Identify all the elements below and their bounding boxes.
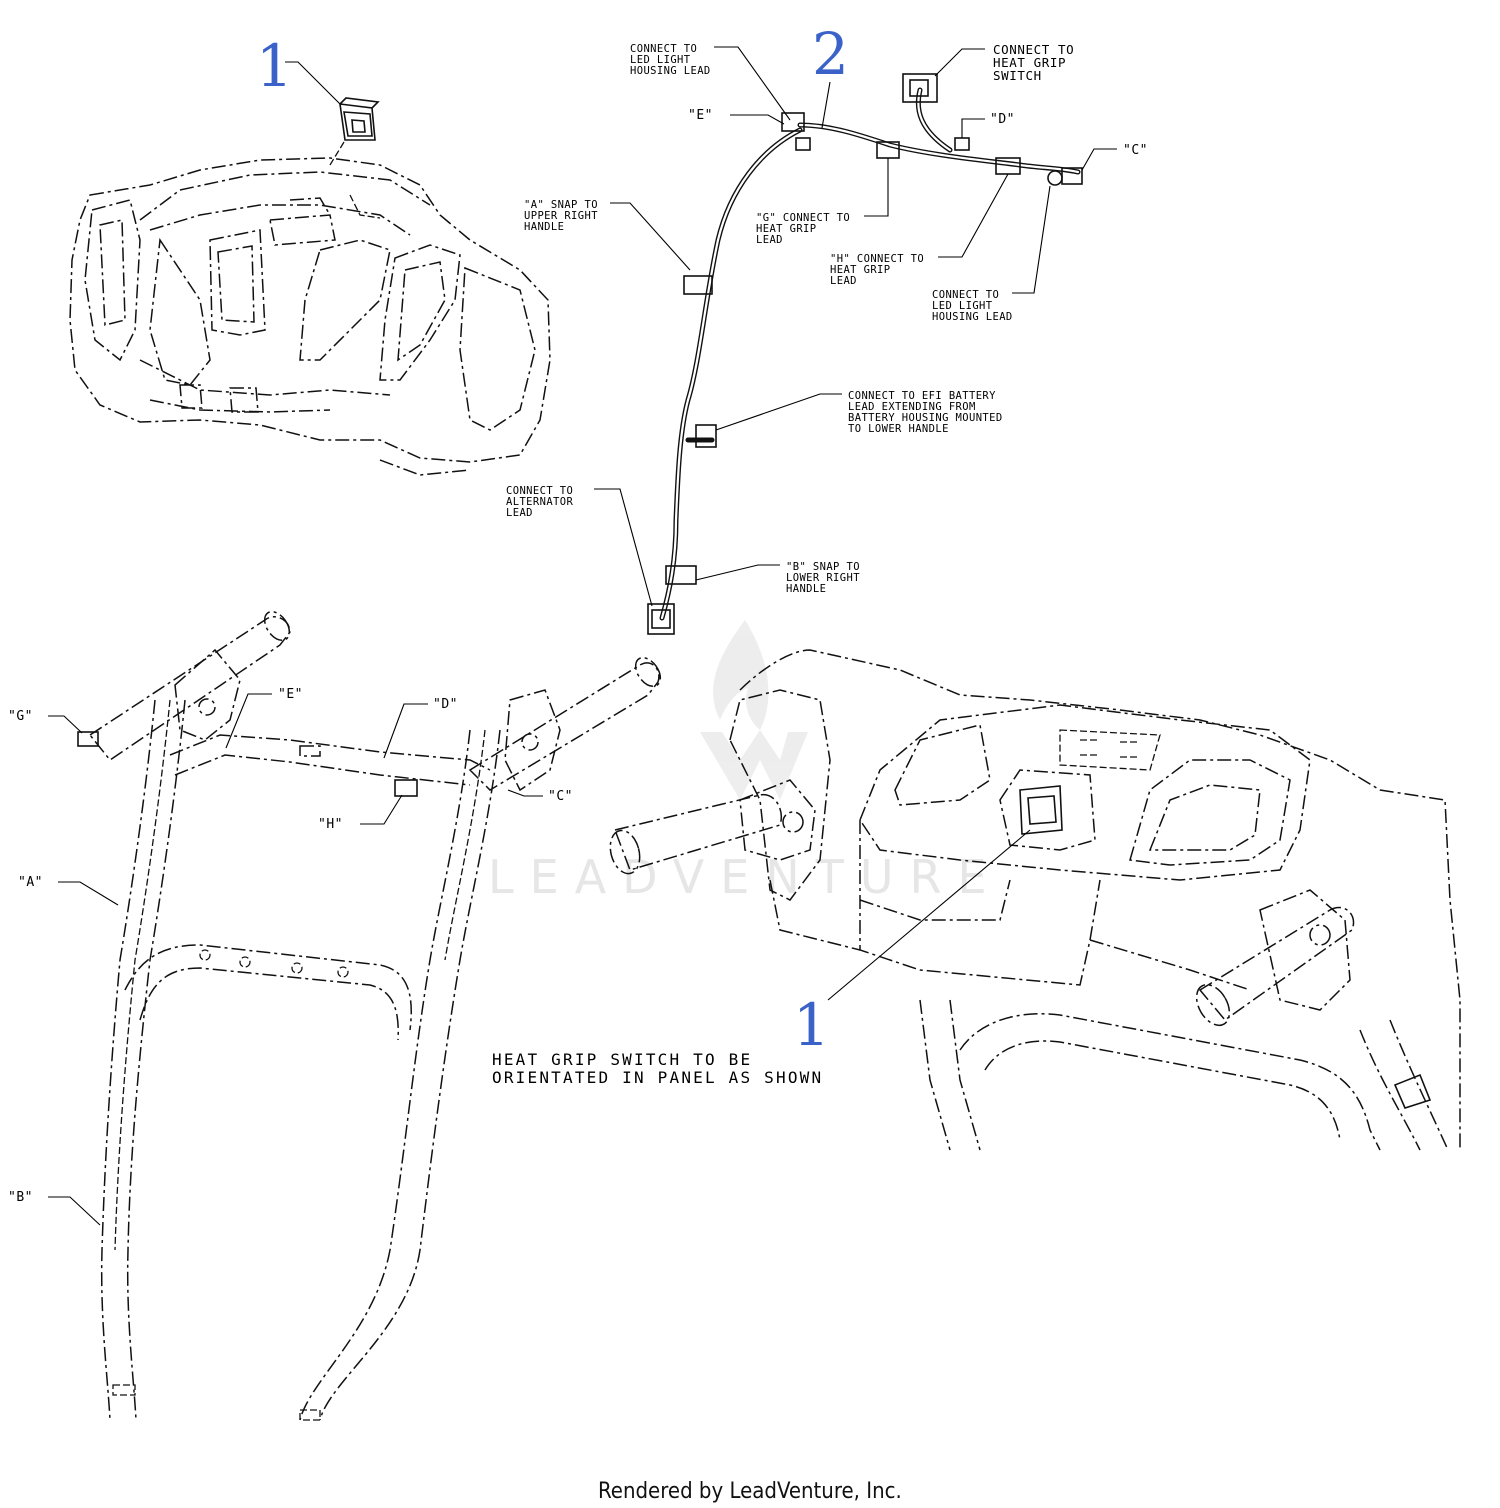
label-b-snap-3: HANDLE [786,583,826,595]
label-alternator-1: CONNECT TO [506,485,573,497]
watermark-text: LEADVENTURE [488,850,1003,904]
label-g-connect-1: "G" CONNECT TO [756,212,850,224]
label-alternator-2: ALTERNATOR [506,496,573,508]
label-heat-switch-2: HEAT GRIP [993,55,1066,70]
leader-efi [715,393,842,431]
label-b-snap-1: "B" SNAP TO [786,561,860,573]
label-a-snap-1: "A" SNAP TO [524,199,598,211]
label-g-handle: "G" [8,709,33,724]
label-led-right-2: LED LIGHT [932,300,993,312]
leader-d-top [961,118,985,138]
label-efi-1: CONNECT TO EFI BATTERY [848,390,996,402]
label-heat-switch-1: CONNECT TO [993,42,1074,57]
footer-credit: Rendered by LeadVenture, Inc. [598,1479,902,1504]
leader-h-handle [360,794,403,825]
leader-alternator [594,488,653,607]
label-e-handle: "E" [278,687,303,702]
note-line-2: ORIENTATED IN PANEL AS SHOWN [492,1068,823,1087]
label-efi-2: LEAD EXTENDING FROM [848,401,976,413]
label-heat-switch-3: SWITCH [993,68,1042,83]
label-efi-3: BATTERY HOUSING MOUNTED [848,412,1003,424]
leader-g-handle [48,715,83,734]
leader-led-left [714,46,791,121]
leader-a-snap [610,202,691,271]
watermark-logo [700,620,808,800]
label-h-connect-3: LEAD [830,275,857,287]
label-g-connect-2: HEAT GRIP [756,223,817,235]
leader-b-snap [695,564,780,581]
handle-assembly [77,610,662,1421]
label-h-connect-2: HEAT GRIP [830,264,891,276]
label-b-handle: "B" [8,1190,33,1205]
label-a-handle: "A" [18,875,43,890]
leader-d-handle [383,703,428,759]
label-connect-led-left-2: LED LIGHT [630,54,691,66]
label-efi-4: TO LOWER HANDLE [848,423,949,435]
leader-b-handle [48,1196,101,1226]
callout-2-harness: 2 [812,20,849,88]
label-d-top: "D" [990,112,1015,127]
label-alternator-3: LEAD [506,507,533,519]
label-c-top: "C" [1123,143,1148,158]
callout-1-top: 1 [256,32,293,100]
leader-callout-2 [821,81,831,129]
wiring-harness [647,73,1083,635]
control-panel-housing [69,157,551,476]
leader-h-connect [938,173,1009,258]
label-connect-led-left-1: CONNECT TO [630,43,697,55]
leader-c-handle [507,789,543,797]
label-g-connect-3: LEAD [756,234,783,246]
callout-1-panel: 1 [793,991,830,1059]
leader-callout-1-top [285,61,341,105]
label-led-right-3: HOUSING LEAD [932,311,1013,323]
label-e-top: "E" [688,108,713,123]
assembled-view [609,649,1461,1151]
label-h-handle: "H" [318,817,343,832]
label-a-snap-3: HANDLE [524,221,564,233]
leader-g-connect [864,158,889,217]
label-connect-led-left-3: HOUSING LEAD [630,65,711,77]
leader-e-handle [225,693,272,749]
note-line-1: HEAT GRIP SWITCH TO BE [492,1050,752,1069]
leader-e-top [730,114,785,125]
leader-callout-1-panel [827,829,1031,1001]
label-b-snap-2: LOWER RIGHT [786,572,860,584]
leader-c-top [1081,148,1117,171]
label-c-handle: "C" [548,789,573,804]
heat-grip-switch-top [329,97,380,166]
leader-a-handle [58,881,119,906]
label-d-handle: "D" [433,697,458,712]
label-a-snap-2: UPPER RIGHT [524,210,598,222]
leader-heat-switch [934,48,985,77]
label-h-connect-1: "H" CONNECT TO [830,253,924,265]
leader-led-right [1012,185,1051,294]
label-led-right-1: CONNECT TO [932,289,999,301]
